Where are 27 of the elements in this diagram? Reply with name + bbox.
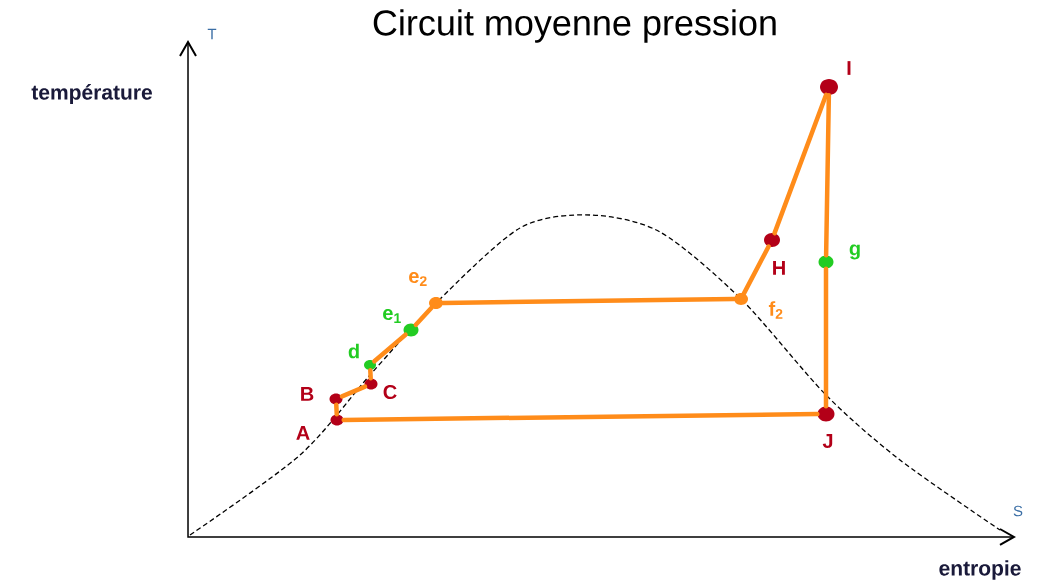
cycle-line <box>741 244 771 296</box>
cycle-line <box>823 92 832 258</box>
point-label: d <box>348 343 359 359</box>
axis-label: T <box>207 28 217 40</box>
axis-title: température <box>31 84 152 104</box>
cycle-line <box>413 305 434 328</box>
cycle-line <box>334 402 339 417</box>
point-label: H <box>773 261 785 275</box>
cycle-line <box>823 266 829 409</box>
cycle-line <box>341 411 820 423</box>
point-label: C <box>383 384 397 400</box>
point-label: A <box>296 426 310 440</box>
point-label: J <box>822 434 833 448</box>
cycle-line <box>368 367 373 381</box>
cycle-line <box>772 92 829 236</box>
point-label: f$_{2}$ <box>768 301 783 319</box>
point-label: e$_{2}$ <box>409 272 427 286</box>
axis-label: S <box>1013 505 1023 517</box>
cycle-line <box>372 332 408 364</box>
axis-title: entropie <box>939 560 1021 580</box>
point-label: B <box>301 387 314 401</box>
title: Circuit moyenne pression <box>373 9 776 43</box>
point-label: e$_{1}$ <box>383 309 401 323</box>
cycle-line <box>440 296 737 306</box>
point-label: g <box>849 244 860 260</box>
point-label: I <box>847 61 851 75</box>
cycle-line <box>339 384 368 399</box>
